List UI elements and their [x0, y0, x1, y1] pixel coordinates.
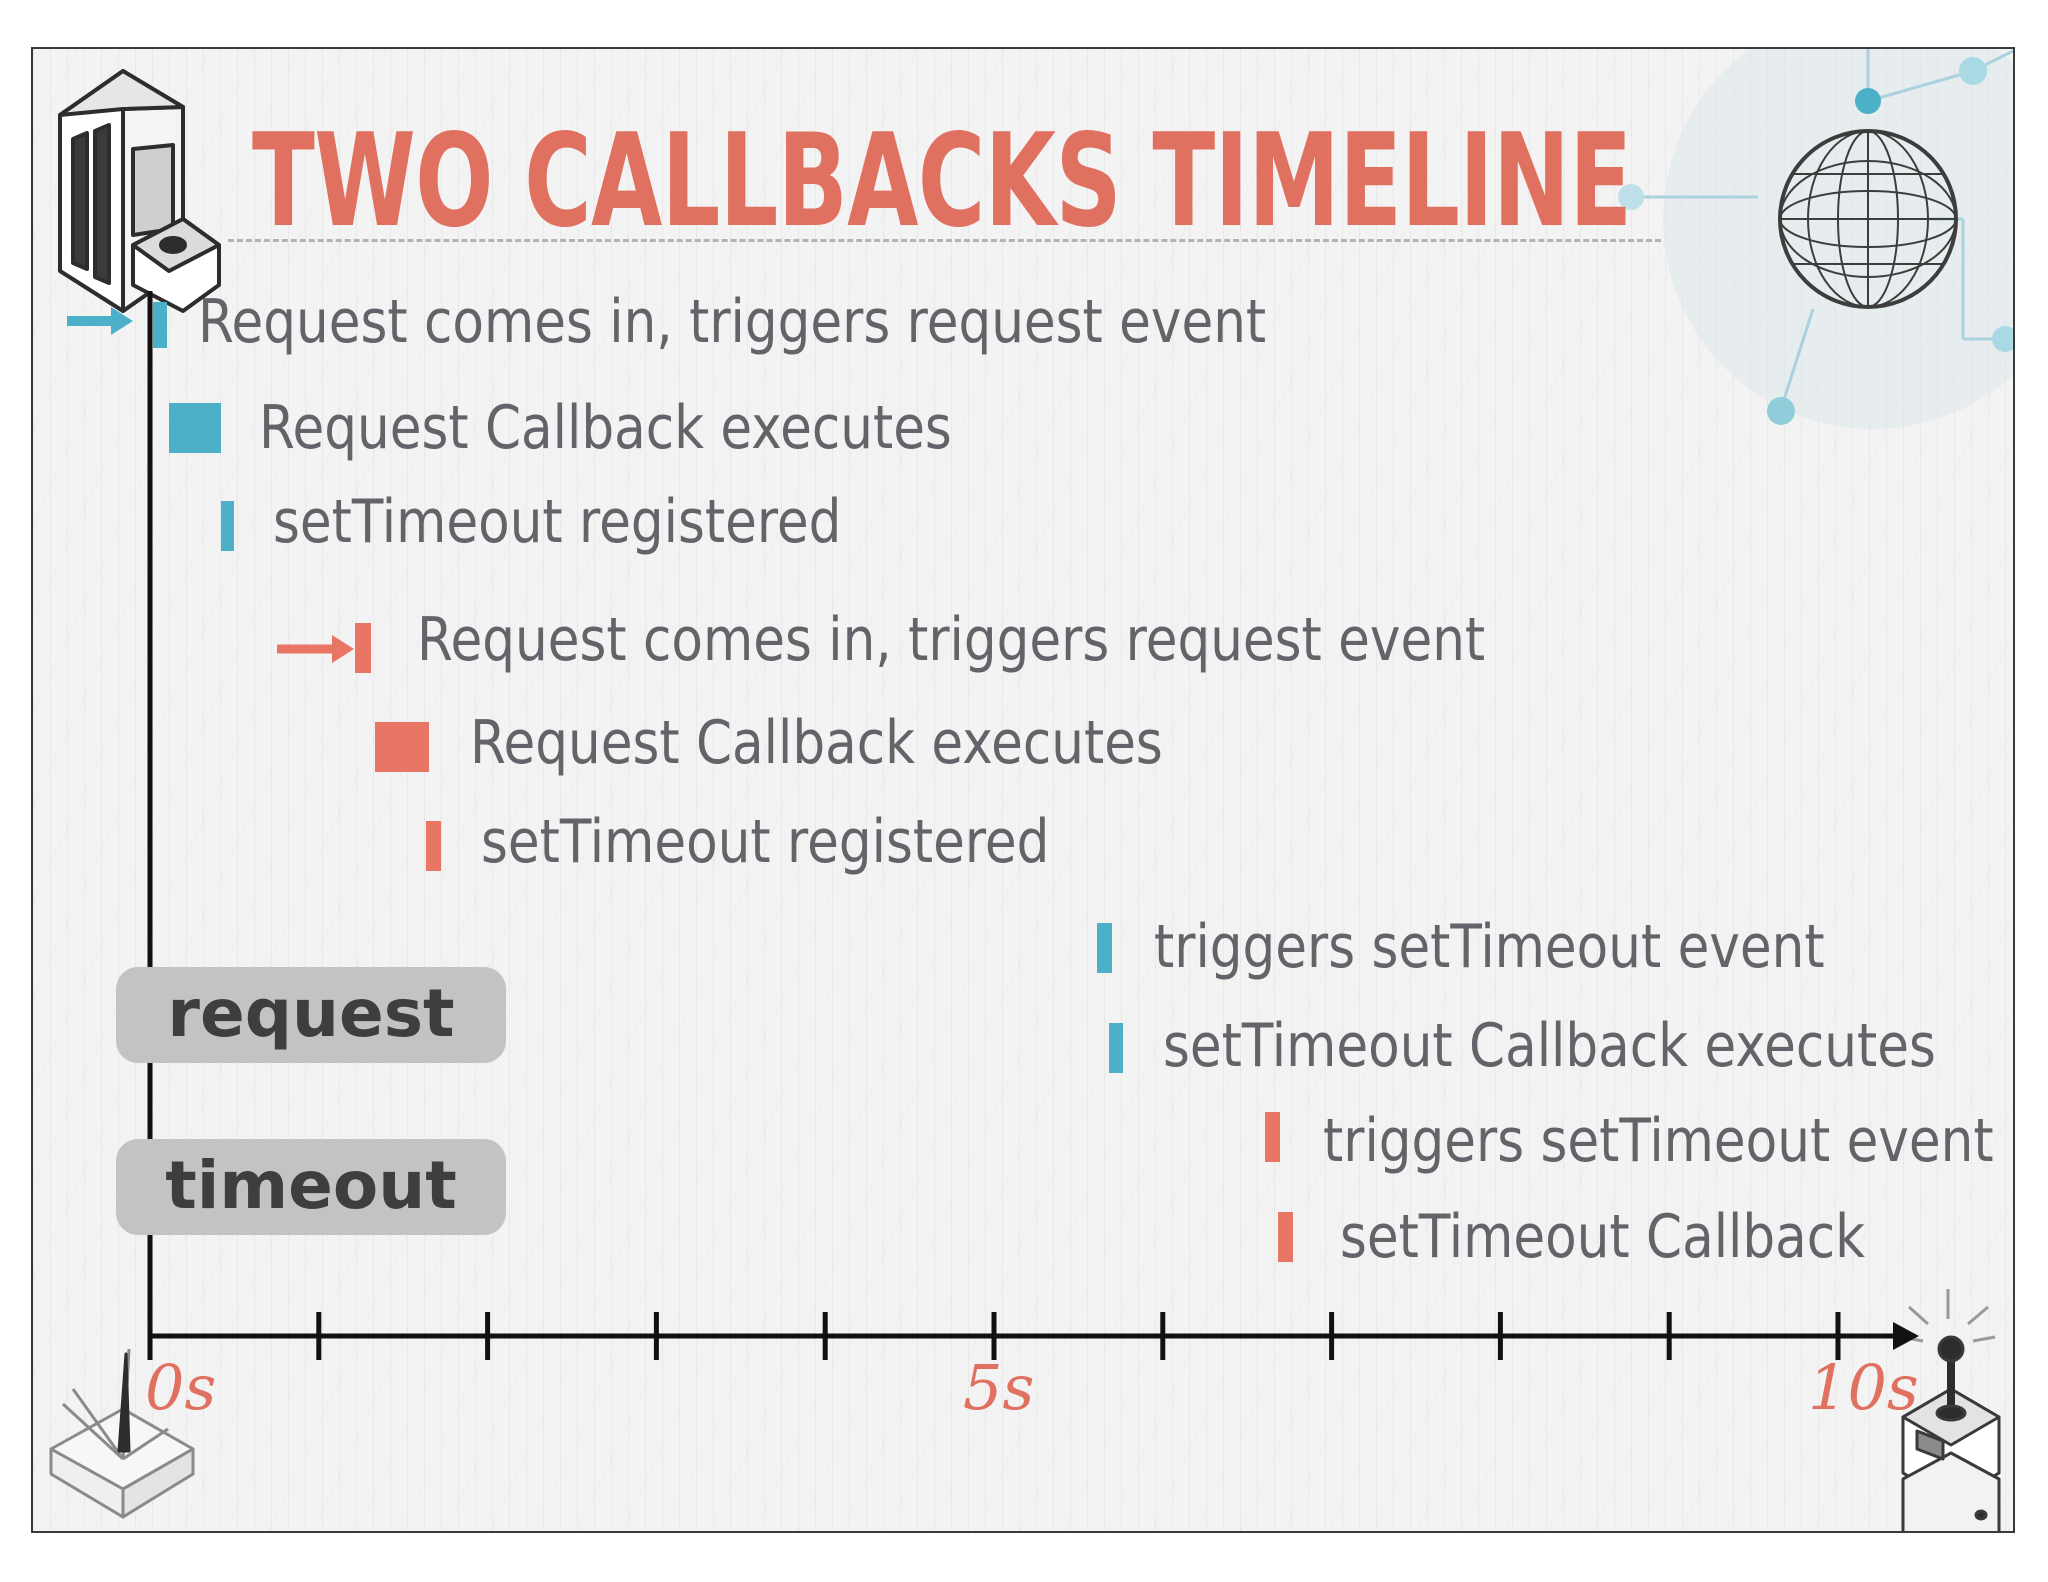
event-label: Request comes in, triggers request event: [198, 287, 1267, 357]
second-settimeout-event-marker: [1265, 1112, 1280, 1162]
second-request-callback-marker: [375, 722, 429, 772]
joystick-box-icon: [1900, 1289, 2001, 1531]
first-settimeout-event-marker: [1097, 923, 1112, 973]
slide: TWO CALLBACKS TIMELINE Request comes in,…: [31, 47, 2015, 1533]
event-label: triggers setTimeout event: [1323, 1106, 1994, 1176]
event-label: setTimeout Callback executes: [1163, 1011, 1936, 1081]
event-label: Request Callback executes: [259, 393, 952, 463]
first-request-arrow-icon: [67, 307, 133, 335]
timeout-pill-label: timeout: [165, 1147, 457, 1224]
event-label: setTimeout registered: [273, 487, 842, 557]
second-request-arrow-icon: [277, 635, 354, 663]
event-label: setTimeout registered: [481, 807, 1050, 877]
page-title: TWO CALLBACKS TIMELINE: [252, 107, 1632, 256]
second-settimeout-callback-marker: [1278, 1212, 1293, 1262]
request-pill: request: [116, 967, 506, 1063]
diagram-canvas: [49, 49, 2013, 1531]
time-axis: [147, 1312, 1919, 1360]
event-label: Request comes in, triggers request event: [417, 605, 1486, 675]
event-label: setTimeout Callback: [1340, 1202, 1866, 1272]
first-request-callback-marker: [169, 403, 221, 453]
drill-box-icon: [49, 1348, 195, 1519]
first-request-event-marker: [153, 302, 167, 348]
request-pill-label: request: [167, 975, 455, 1052]
first-settimeout-callback-marker: [1109, 1023, 1123, 1073]
axis-label-5s: 5s: [963, 1351, 1035, 1424]
axis-label-0s: 0s: [145, 1351, 217, 1424]
event-label: Request Callback executes: [470, 708, 1163, 778]
title-divider: [228, 239, 1661, 242]
timeout-pill: timeout: [116, 1139, 506, 1235]
axis-label-10s: 10s: [1808, 1351, 1919, 1424]
server-tower-icon: [58, 69, 221, 313]
event-label: triggers setTimeout event: [1154, 912, 1825, 982]
second-request-event-marker: [355, 623, 371, 673]
globe-network-icon: [1618, 49, 2013, 429]
second-settimeout-registered-marker: [426, 821, 441, 871]
first-settimeout-registered-marker: [221, 501, 234, 551]
